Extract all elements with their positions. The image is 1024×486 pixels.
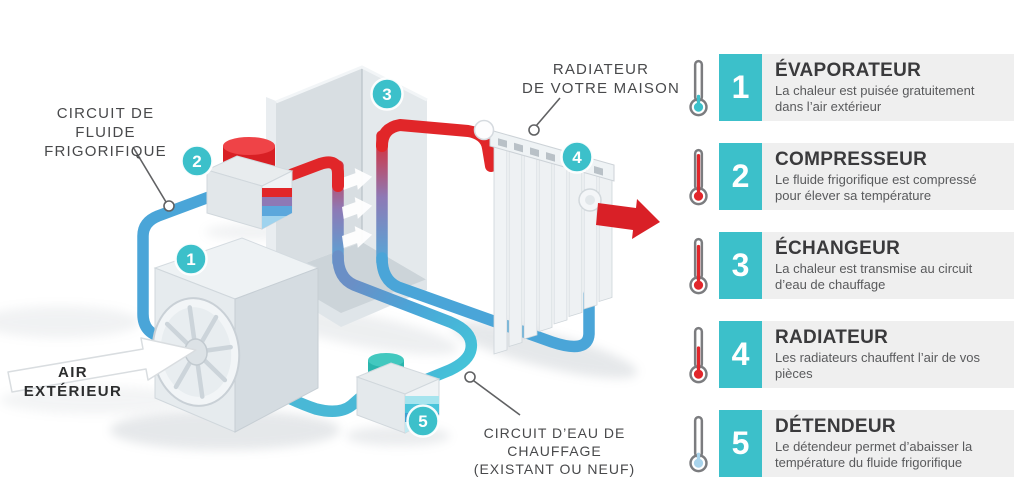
legend-item-echangeur: 3 ÉCHANGEUR La chaleur est transmise au … bbox=[687, 232, 1014, 299]
leader-lines bbox=[132, 97, 561, 416]
svg-text:5: 5 bbox=[418, 412, 427, 431]
legend-number: 4 bbox=[719, 321, 762, 388]
thermometer-icon bbox=[689, 326, 708, 383]
legend-title: ÉVAPORATEUR bbox=[775, 60, 922, 81]
label-outside-air: AIR EXTÉRIEUR bbox=[23, 364, 123, 400]
legend: 1 ÉVAPORATEUR La chaleur est puisée grat… bbox=[687, 54, 1014, 477]
label-fluid-circuit: CIRCUIT DE FLUIDE FRIGORIFIQUE bbox=[44, 105, 167, 160]
thermometer-icon bbox=[689, 237, 708, 294]
legend-panel: DÉTENDEUR Le détendeur permet d’abaisser… bbox=[762, 410, 1014, 477]
thermometer-icon bbox=[689, 415, 708, 472]
legend-title: RADIATEUR bbox=[775, 327, 889, 348]
heat-transfer-arrows bbox=[342, 168, 373, 248]
legend-item-radiateur: 4 RADIATEUR Les radiateurs chauffent l’a… bbox=[687, 321, 1014, 388]
svg-text:4: 4 bbox=[572, 148, 582, 167]
legend-title: DÉTENDEUR bbox=[775, 416, 896, 437]
legend-description: La chaleur est transmise au circuit d’ea… bbox=[775, 261, 973, 292]
radiator-knob bbox=[473, 119, 495, 141]
heat-output-arrow bbox=[596, 199, 660, 239]
legend-description: Le détendeur permet d’abaisser la tempér… bbox=[775, 439, 973, 470]
badge-5: 5 bbox=[406, 404, 440, 438]
hot-pipe-exchanger-to-radiator bbox=[376, 119, 497, 172]
legend-item-detendeur: 5 DÉTENDEUR Le détendeur permet d’abaiss… bbox=[687, 410, 1014, 477]
outdoor-unit bbox=[151, 237, 320, 433]
thermometer-icon bbox=[689, 148, 708, 205]
legend-title: ÉCHANGEUR bbox=[775, 238, 901, 259]
legend-panel: COMPRESSEUR Le fluide frigorifique est c… bbox=[762, 143, 1014, 210]
badge-1: 1 bbox=[174, 242, 208, 276]
svg-text:3: 3 bbox=[382, 85, 391, 104]
legend-number: 2 bbox=[719, 143, 762, 210]
step-badges: 1 2 3 4 5 bbox=[174, 77, 594, 438]
label-water-circuit: CIRCUIT D’EAU DE CHAUFFAGE (EXISTANT OU … bbox=[473, 425, 636, 477]
thermometer-icon bbox=[689, 59, 708, 116]
legend-panel: ÉVAPORATEUR La chaleur est puisée gratui… bbox=[762, 54, 1014, 121]
legend-panel: RADIATEUR Les radiateurs chauffent l’air… bbox=[762, 321, 1014, 388]
legend-number: 5 bbox=[719, 410, 762, 477]
legend-item-compresseur: 2 COMPRESSEUR Le fluide frigorifique est… bbox=[687, 143, 1014, 210]
svg-text:2: 2 bbox=[192, 152, 201, 171]
legend-description: Les radiateurs chauffent l’air de vos pi… bbox=[775, 350, 980, 381]
svg-text:1: 1 bbox=[186, 250, 195, 269]
legend-description: Le fluide frigorifique est compressé pou… bbox=[775, 172, 977, 203]
water-pipe-to-radiator bbox=[376, 252, 595, 353]
legend-number: 3 bbox=[719, 232, 762, 299]
legend-number: 1 bbox=[719, 54, 762, 121]
heat-pump-diagram-canvas: 1 2 3 4 5 bbox=[0, 65, 660, 450]
label-radiator-home: RADIATEUR DE VOTRE MAISON bbox=[521, 61, 681, 97]
legend-panel: ÉCHANGEUR La chaleur est transmise au ci… bbox=[762, 232, 1014, 299]
badge-4: 4 bbox=[560, 140, 594, 174]
legend-item-evaporateur: 1 ÉVAPORATEUR La chaleur est puisée grat… bbox=[687, 54, 1014, 121]
badge-2: 2 bbox=[180, 144, 214, 178]
legend-title: COMPRESSEUR bbox=[775, 149, 928, 170]
badge-3: 3 bbox=[370, 77, 404, 111]
refrigerant-pipe-to-valve bbox=[332, 250, 478, 385]
hot-pipe-compressor-to-exchanger bbox=[250, 156, 344, 194]
compressor-unit bbox=[205, 137, 294, 230]
legend-description: La chaleur est puisée gratuitement dans … bbox=[775, 83, 975, 114]
outside-air-arrow bbox=[7, 337, 197, 393]
